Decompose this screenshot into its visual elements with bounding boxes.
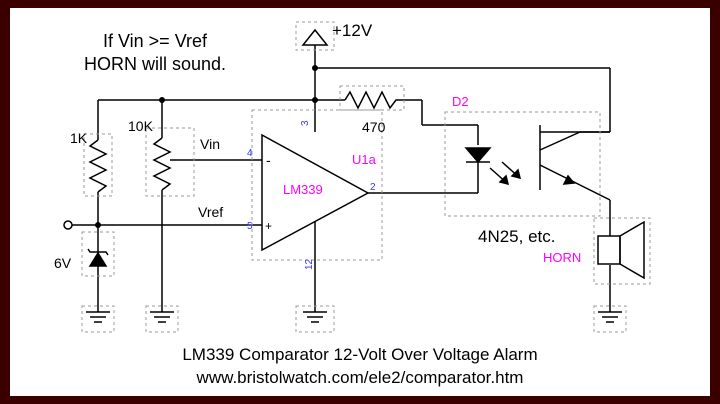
plus-input-label: +: [265, 219, 272, 233]
zener-label: 6V: [54, 255, 72, 271]
vin-label: Vin: [200, 136, 220, 152]
caption-title: LM339 Comparator 12-Volt Over Voltage Al…: [182, 345, 537, 364]
supply-arrow-icon: [301, 28, 329, 46]
vref-label: Vref: [198, 204, 223, 220]
condition-line-2: HORN will sound.: [84, 54, 226, 74]
ic-ref-label: U1a: [352, 152, 377, 167]
horn-label: HORN: [543, 250, 581, 265]
pin-3-label: 3: [300, 120, 311, 126]
opto-ref-label: D2: [452, 94, 469, 109]
horn-body: [597, 235, 621, 265]
ground-symbols: [86, 311, 622, 323]
comparator-symbol: [261, 133, 370, 252]
pot-10k-label: 10K: [128, 118, 154, 134]
transistor-collector: [539, 131, 581, 151]
horn-cone: [619, 220, 645, 280]
supply-label: +12V: [332, 21, 373, 40]
led-arrowhead-2: [510, 168, 522, 180]
minus-input-label: -: [266, 152, 271, 168]
wire-emitter-out: [579, 184, 611, 201]
pin-5-label: 5: [247, 221, 253, 232]
component-outlines: [81, 21, 651, 333]
resistor-470-label: 470: [362, 119, 386, 135]
transistor-emitter-arrow: [562, 174, 576, 185]
schematic-panel: [10, 8, 710, 396]
potentiometer-symbol: [152, 137, 172, 191]
caption-url: www.bristolwatch.com/ele2/comparator.htm: [196, 368, 524, 387]
input-terminal: [63, 220, 73, 230]
zener-bar: [87, 248, 109, 256]
opto-part-label: 4N25, etc.: [478, 227, 556, 246]
resistor-1k-symbol: [88, 139, 108, 193]
pin-12-label: 12: [304, 258, 315, 270]
ic-name-label: LM339: [283, 182, 323, 197]
pin-2-label: 2: [370, 182, 376, 193]
resistor-1k-label: 1K: [70, 130, 88, 146]
pin-4-label: 4: [247, 148, 253, 159]
led-symbol: [464, 147, 492, 164]
junction-dots: [95, 65, 318, 228]
zener-diode-symbol: [88, 251, 108, 267]
condition-line-1: If Vin >= Vref: [103, 31, 208, 51]
led-arrowhead-1: [498, 174, 510, 186]
resistor-470-symbol: [344, 90, 422, 110]
